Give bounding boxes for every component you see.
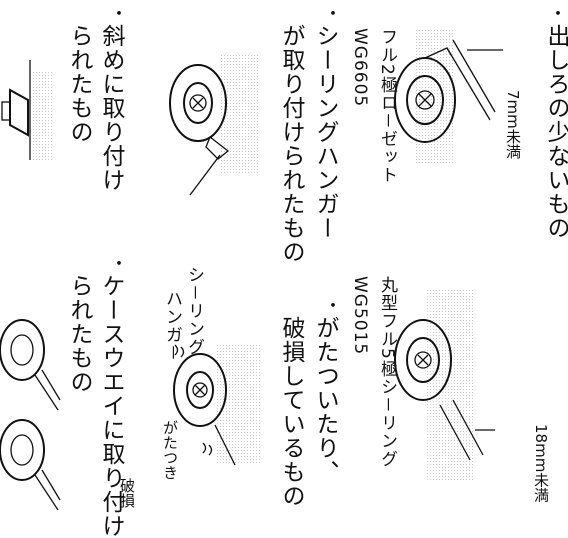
bullet: ・ — [321, 296, 342, 314]
dim-18mm-label: 18mm未満 — [532, 424, 550, 503]
item-title-ceiling-hanger: シーリングハンガー — [312, 24, 338, 240]
caseway-mount-figure — [0, 319, 61, 511]
bullet: ・ — [107, 254, 128, 272]
bullet: ・ — [107, 4, 128, 22]
loose-label: がたつき — [161, 420, 179, 480]
bullet: ・ — [321, 4, 342, 22]
item-title-diagonal: 斜めに取り付け — [98, 24, 124, 192]
ceiling-rosette-figure — [394, 290, 495, 480]
item-title-low-projection: 出しろの少ないもの — [543, 24, 568, 240]
product-ceiling-name: 丸型フル5極シ－リング — [377, 276, 397, 468]
dim-7mm-label: 7mm未満 — [504, 90, 522, 159]
item-title-loose: がたついたり、 — [312, 316, 338, 484]
item-title-caseway: ケースウエイに取り付け — [98, 274, 124, 538]
product-ceiling-code: WG5015 — [350, 276, 370, 356]
diagonal-mount-figure — [1, 60, 52, 160]
item-title-diagonal-line2: られたもの — [66, 24, 92, 144]
rosette-figure — [394, 30, 503, 165]
bullet: ・ — [546, 4, 567, 22]
hanger-callout-line1: シ－リング — [184, 266, 204, 356]
product-rosette-code: WG6605 — [350, 28, 370, 108]
broken-label: 破損 — [118, 478, 136, 508]
hanger-callout-line2: ハンガ－ — [162, 290, 182, 362]
item-title-ceiling-hanger-line2: が取り付けられたもの — [278, 24, 304, 264]
product-rosette-name: フル2極ロ－ゼット — [377, 28, 397, 184]
ceiling-hanger-figure — [169, 55, 260, 196]
item-title-loose-line2: 破損しているもの — [278, 316, 304, 508]
item-title-caseway-line2: られたもの — [66, 274, 92, 394]
loose-broken-figure — [173, 344, 260, 466]
